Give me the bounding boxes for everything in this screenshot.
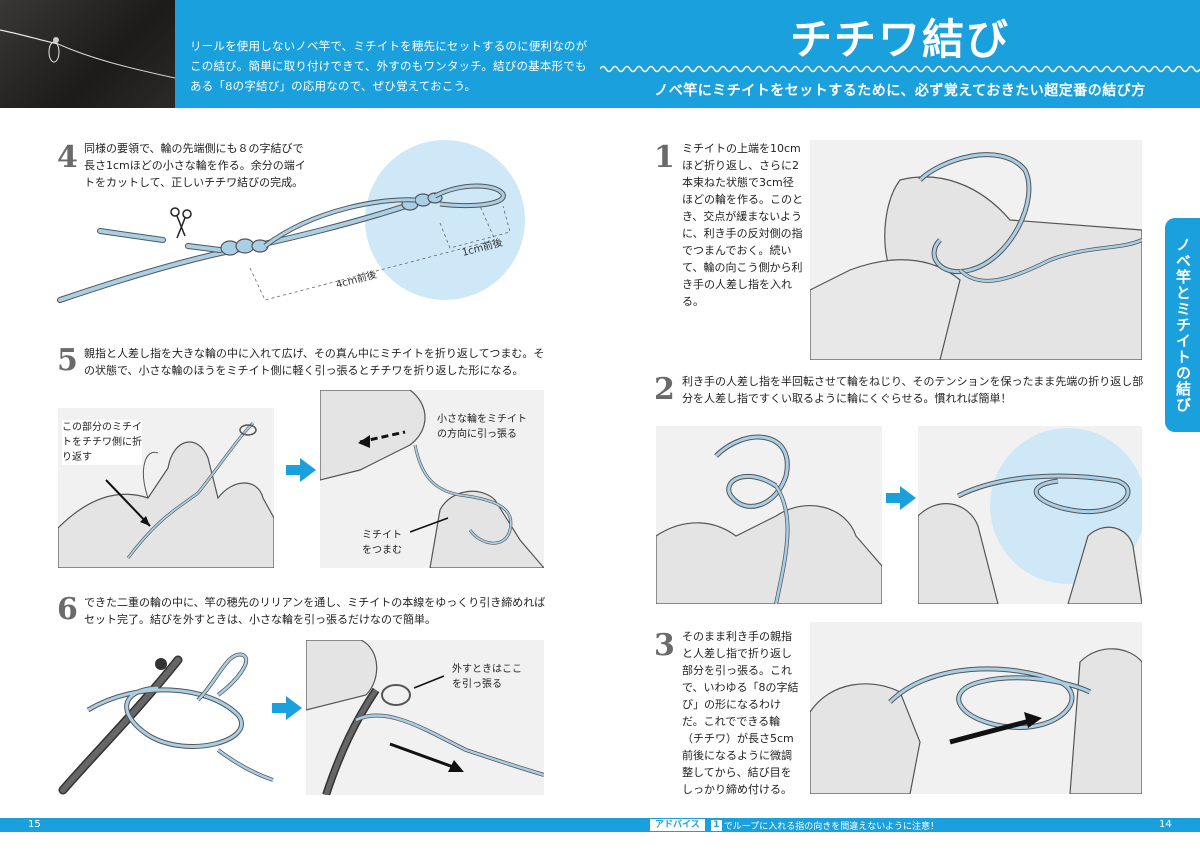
arrow-right-icon bbox=[886, 486, 916, 510]
page-subtitle: ノベ竿にミチイトをセットするために、必ず覚えておきたい超定番の結び方 bbox=[654, 83, 1146, 99]
zoom-circle bbox=[365, 140, 525, 300]
footer-band bbox=[0, 818, 1200, 832]
step-4-number: 4 bbox=[57, 140, 78, 175]
step-2-number: 2 bbox=[654, 372, 675, 407]
step-6-figure-left bbox=[58, 652, 274, 795]
advice-text: でループに入れる指の向きを間違えないように注意！ bbox=[723, 821, 940, 832]
step-1-figure bbox=[809, 140, 1143, 361]
step-6-number: 6 bbox=[57, 592, 78, 627]
step-5-label-pinch: ミチイトをつまむ bbox=[362, 528, 410, 558]
arrow-right-icon bbox=[272, 696, 302, 720]
step-4-dim-large: 4cm前後 bbox=[334, 268, 378, 291]
header-wave-divider bbox=[600, 65, 1200, 73]
step-4-text: 同様の要領で、輪の先端側にも８の字結びで長さ1cmほどの小さな輪を作る。余分の端… bbox=[84, 142, 306, 189]
arrow-right-icon bbox=[286, 458, 316, 482]
step-2-figure-right bbox=[917, 426, 1146, 605]
step-5-label-fold: この部分のミチイトをチチワ側に折り返す bbox=[62, 420, 142, 465]
step-3-figure bbox=[809, 622, 1143, 795]
step-1-number: 1 bbox=[654, 140, 675, 175]
step-5-text: 親指と人差し指を大きな輪の中に入れて広げ、その真ん中にミチイトを折り返してつまむ… bbox=[84, 347, 545, 377]
step-5-number: 5 bbox=[57, 343, 78, 378]
advice-step-number: 1 bbox=[710, 819, 722, 831]
step-6-text: できた二重の輪の中に、竿の穂先のリリアンを通し、ミチイトの本線をゆっくり引き締め… bbox=[84, 596, 546, 626]
intro-text: リールを使用しないノベ竿で、ミチイトを穂先にセットするのに便利なのがこの結び。簡… bbox=[190, 39, 588, 93]
step-6-figure-right bbox=[305, 639, 545, 797]
step-1-text: ミチイトの上端を10cmほど折り返し、さらに2本束ねた状態で3cm径ほどの輪を作… bbox=[682, 142, 803, 308]
page-title: チチワ結び bbox=[789, 15, 1010, 64]
step-6-label-remove: 外すときはここを引っ張る bbox=[452, 664, 522, 690]
side-tab-section: ノベ竿とミチイトの結び bbox=[1165, 218, 1200, 432]
step-2-text: 利き手の人差し指を半回転させて輪をねじり、そのテンションを保ったまま先端の折り返… bbox=[682, 375, 1144, 405]
header-band bbox=[175, 0, 1200, 108]
page-number-right: 14 bbox=[1159, 819, 1172, 830]
scissors-icon bbox=[170, 207, 192, 239]
step-2-figure-left bbox=[655, 426, 883, 605]
step-3-text: そのまま利き手の親指と人差し指で折り返し部分を引っ張る。これで、いわゆる「8の字… bbox=[682, 630, 799, 796]
page-number-left: 15 bbox=[28, 819, 41, 830]
step-5-figure-right bbox=[319, 389, 546, 569]
rod-tip-photo-illustration bbox=[0, 29, 175, 79]
step-5-label-pull: 小さな輪をミチイトの方向に引っ張る bbox=[437, 412, 527, 442]
step-3-number: 3 bbox=[654, 628, 675, 663]
advice-note: アドバイス 1 でループに入れる指の向きを間違えないように注意！ bbox=[650, 819, 940, 832]
advice-label: アドバイス bbox=[650, 819, 705, 831]
step-4-figure: 4cm前後 1cm前後 bbox=[57, 140, 525, 303]
header-photo-rod-tip bbox=[0, 0, 175, 108]
